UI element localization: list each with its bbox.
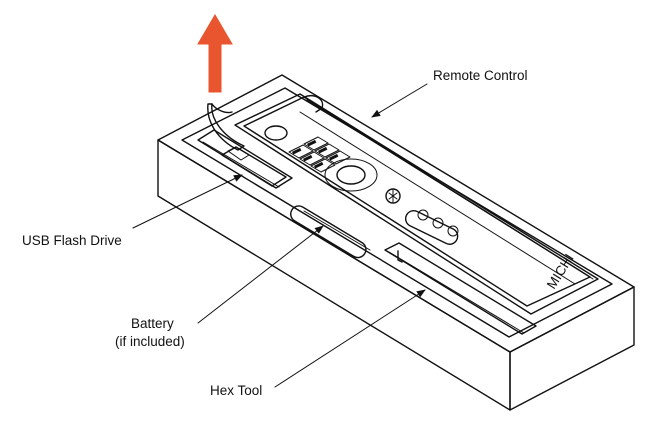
callout-arrows — [132, 83, 428, 388]
lift-ribbon — [207, 103, 245, 151]
remote-logo-emblem — [385, 188, 401, 204]
remote-nav-pad — [324, 158, 378, 192]
box-outer — [157, 74, 635, 411]
label-hex-tool: Hex Tool — [210, 383, 262, 398]
label-usb-flash-drive: USB Flash Drive — [22, 233, 122, 248]
usb-slot — [197, 129, 293, 189]
pointer-arrow-icon — [274, 289, 426, 388]
pointer-arrow-icon — [371, 83, 428, 118]
pointer-arrow-icon — [132, 174, 243, 229]
hex-tool — [397, 250, 403, 263]
tray-opening — [181, 87, 613, 338]
hex-tool-slot — [384, 242, 537, 335]
battery-slot-outline — [290, 205, 367, 259]
label-remote-control: Remote Control — [433, 68, 528, 83]
remote-cap — [303, 95, 324, 113]
usb-slot-outline — [197, 129, 293, 189]
remote-compartment-outline — [234, 93, 599, 315]
box-right-face — [509, 286, 635, 411]
remote-sensor — [264, 125, 288, 141]
hex-tool-slot-outline — [384, 242, 537, 335]
lift-arrow-icon — [197, 14, 233, 93]
battery-slot — [290, 205, 371, 259]
label-battery: Battery — [131, 316, 174, 331]
remote-control — [243, 96, 591, 307]
pointer-arrow-icon — [197, 225, 324, 324]
label-battery-note: (if included) — [115, 334, 185, 349]
remote-transport-bar — [404, 209, 459, 245]
remote-button-grid — [288, 136, 351, 173]
remote-nav-ring — [336, 165, 366, 185]
